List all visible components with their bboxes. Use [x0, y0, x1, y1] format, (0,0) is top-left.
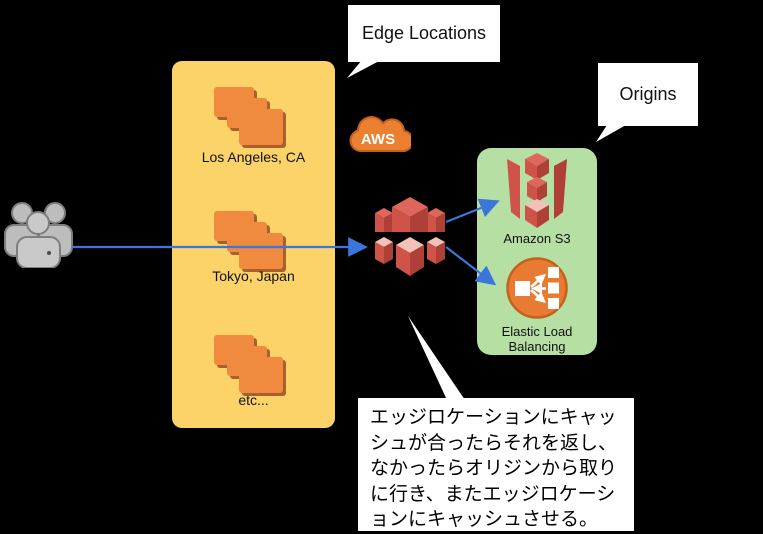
note-callout-tail — [408, 316, 465, 400]
elastic-load-balancing-icon — [506, 257, 568, 319]
origins-callout-label: Origins — [619, 84, 677, 104]
location-label-etc: etc... — [238, 392, 269, 408]
cloudfront-icon — [375, 197, 445, 276]
origins-callout: Origins — [598, 63, 698, 126]
cache-stack-icon — [214, 335, 286, 396]
note-callout: エッジロケーションにキャッシュが合ったらそれを返し、なかったらオリジンから取りに… — [358, 398, 634, 531]
aws-cloud-icon: AWS — [349, 116, 411, 153]
cloudfront-bottom-half — [375, 237, 445, 276]
note-callout-text: エッジロケーションにキャッシュが合ったらそれを返し、なかったらオリジンから取りに… — [370, 407, 618, 530]
location-label-los-angeles: Los Angeles, CA — [201, 149, 306, 165]
elb-label: Elastic Load Balancing — [477, 324, 597, 354]
edge-locations-panel: Los Angeles, CA Tokyo, Japan — [172, 61, 335, 428]
origins-callout-tail — [596, 125, 626, 142]
cache-stack-icon — [214, 87, 286, 148]
aws-cloud-label: AWS — [361, 131, 395, 148]
location-label-tokyo: Tokyo, Japan — [212, 268, 295, 284]
edge-locations-callout-tail — [347, 60, 381, 78]
s3-label: Amazon S3 — [503, 231, 571, 246]
users-detail-dot — [47, 251, 51, 255]
cache-stack-icon — [214, 211, 286, 272]
users-group-icon — [4, 202, 73, 268]
edge-locations-callout: Edge Locations — [348, 5, 500, 62]
edge-locations-callout-label: Edge Locations — [361, 23, 487, 43]
elb-label-text: Elastic Load Balancing — [501, 324, 573, 354]
origins-panel: Amazon S3 Elastic Load Balancing — [477, 148, 597, 355]
s3-bucket-icon — [507, 153, 567, 228]
cloudfront-top-half — [375, 197, 445, 232]
